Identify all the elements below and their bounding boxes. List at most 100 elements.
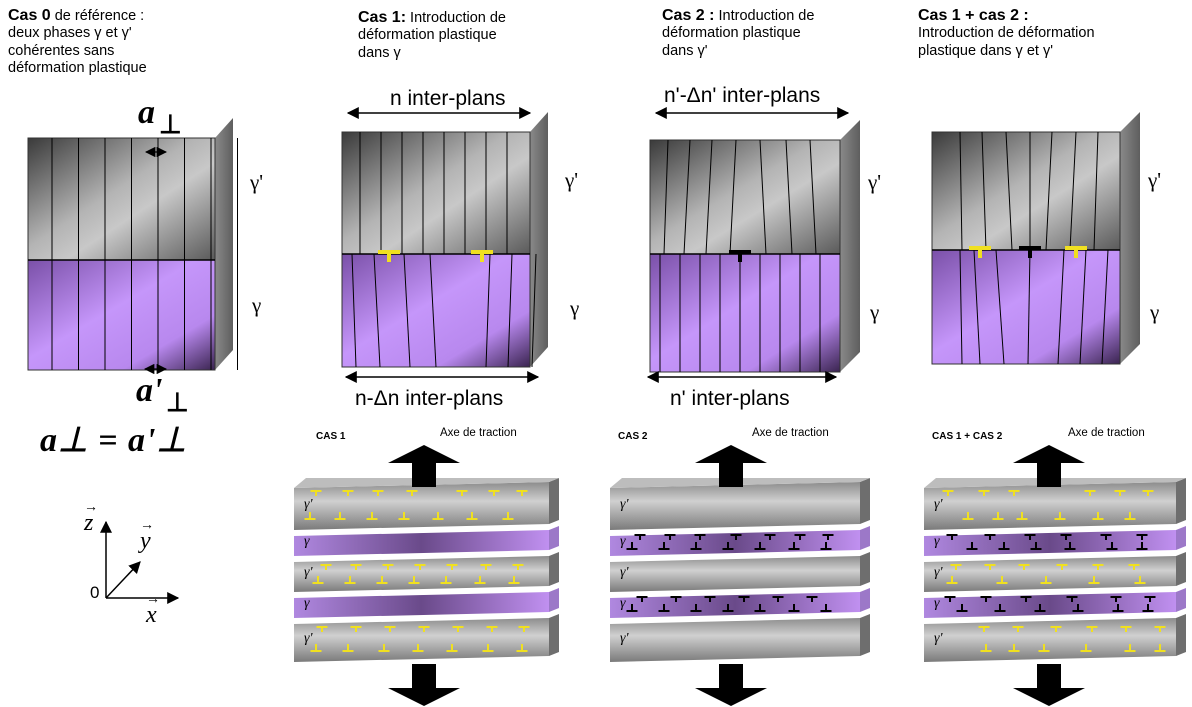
layer-label-gamma: γ <box>620 596 626 611</box>
dislocation-icon <box>794 534 806 540</box>
lattice-plane-line <box>809 139 817 255</box>
gamma-region <box>341 253 531 368</box>
dislocation-stem <box>1045 576 1047 582</box>
lattice-plane-line <box>403 253 411 368</box>
heading-cas12-bold: Cas 1 + cas 2 : <box>918 7 1029 24</box>
dislocation-bar <box>946 582 958 584</box>
dislocation-icon <box>1142 490 1154 496</box>
dislocation-stem <box>1003 542 1005 548</box>
dislocation-stem <box>639 534 641 540</box>
lattice-plane-line <box>429 253 437 368</box>
traction-panel-cas12 <box>924 478 1186 662</box>
dislocation-bar <box>344 582 356 584</box>
perp-symbol: ⊥ <box>159 110 182 139</box>
gamma-prime-layer <box>610 556 860 592</box>
dislocation-stem <box>1097 564 1099 570</box>
layer-side-face <box>1176 478 1186 524</box>
dislocation-bar <box>342 650 354 652</box>
layer-label-gamma-prime: γ' <box>934 631 943 646</box>
dislocation-stem <box>419 564 421 570</box>
dislocation-icon <box>466 512 478 520</box>
dislocation-stem <box>347 644 349 650</box>
dislocation-stem <box>487 644 489 650</box>
lattice-plane-line <box>1069 131 1077 251</box>
dislocation-stem <box>1089 490 1091 496</box>
dislocation-icon <box>1086 626 1098 632</box>
dislocation-icon <box>690 604 702 612</box>
dislocation-stem <box>1021 512 1023 518</box>
dislocation-stem <box>325 564 327 570</box>
lattice-plane-line <box>995 249 1005 365</box>
dislocation-bar <box>962 518 974 520</box>
dislocation-icon <box>980 644 992 652</box>
layer-side-face <box>860 478 870 524</box>
span-label-cas2-top: n'-Δn' inter-plans <box>664 84 821 107</box>
dislocation-icon <box>956 604 968 612</box>
traction-axis-label: Axe de traction <box>1068 427 1145 439</box>
dislocation-icon <box>704 596 716 602</box>
perp-symbol: ⊥ <box>166 388 189 417</box>
gamma-prime-layer <box>294 556 549 592</box>
dislocation-stem <box>315 644 317 650</box>
heading-cas0-line: déformation plastique <box>8 60 147 77</box>
dislocation-stem <box>663 542 665 548</box>
dislocation-stem <box>347 490 349 496</box>
vector-arrow-icon: → <box>84 500 98 515</box>
lattice-plane-line <box>373 253 381 368</box>
dislocation-stem <box>793 604 795 610</box>
dislocation-bar <box>1030 548 1042 550</box>
block-cas12 <box>931 112 1140 365</box>
dislocation-bar <box>722 610 734 612</box>
dislocation-bar <box>820 610 832 612</box>
dislocation-stem <box>827 534 829 540</box>
dislocation-stem <box>403 512 405 518</box>
dislocation-icon <box>344 576 356 584</box>
dislocation-stem <box>1097 512 1099 518</box>
dislocation-icon <box>694 534 706 540</box>
dislocation-icon <box>820 542 832 550</box>
dislocation-stem <box>985 644 987 650</box>
dislocation-bar <box>1136 548 1148 550</box>
dislocation-icon <box>966 542 978 550</box>
dislocation-stem <box>1139 576 1141 582</box>
dislocation-icon <box>398 512 410 520</box>
dislocation-stem <box>1025 596 1027 602</box>
dislocation-stem <box>309 512 311 518</box>
dislocation-bar <box>1080 650 1092 652</box>
dislocation-icon <box>946 576 958 584</box>
dislocation-stem <box>1091 626 1093 632</box>
dislocation-icon <box>412 644 424 652</box>
dislocation-stem <box>491 626 493 632</box>
dislocation-stem <box>317 576 319 582</box>
dislocation-icon <box>1110 596 1122 602</box>
dislocation-icon <box>764 534 776 540</box>
layer-label-gamma: γ <box>620 534 626 549</box>
dislocation-bar <box>956 610 968 612</box>
dislocation-stem <box>1013 644 1015 650</box>
dislocation-icon <box>414 564 426 570</box>
dislocation-icon <box>1120 626 1132 632</box>
dislocation-bar <box>312 582 324 584</box>
dislocation-bar <box>1112 610 1124 612</box>
vector-arrow-icon: → <box>140 518 154 533</box>
dislocation-stem <box>437 512 439 518</box>
traction-arrow-up-icon <box>695 445 767 487</box>
dislocation-bar <box>466 518 478 520</box>
dislocation-stem <box>417 644 419 650</box>
dislocation-stem <box>1001 576 1003 582</box>
dislocation-bar <box>626 548 638 550</box>
dislocation-bar <box>626 610 638 612</box>
dislocation-icon <box>440 576 452 584</box>
gamma-prime-region <box>931 131 1121 251</box>
dislocation-bar <box>502 518 514 520</box>
gamma-layer <box>610 592 860 618</box>
traction-arrow-up-icon <box>388 445 460 487</box>
heading-cas12: Cas 1 + cas 2 : Introduction de déformat… <box>918 6 1095 60</box>
layer-side-face <box>1176 588 1186 612</box>
dislocation-stem <box>1085 644 1087 650</box>
a-perp-label: a⊥ <box>138 94 182 139</box>
traction-panel-cas1 <box>294 478 559 662</box>
heading-cas2-bold: Cas 2 : <box>662 7 715 24</box>
dislocation-icon <box>310 644 322 652</box>
lattice-plane-line <box>785 139 793 255</box>
